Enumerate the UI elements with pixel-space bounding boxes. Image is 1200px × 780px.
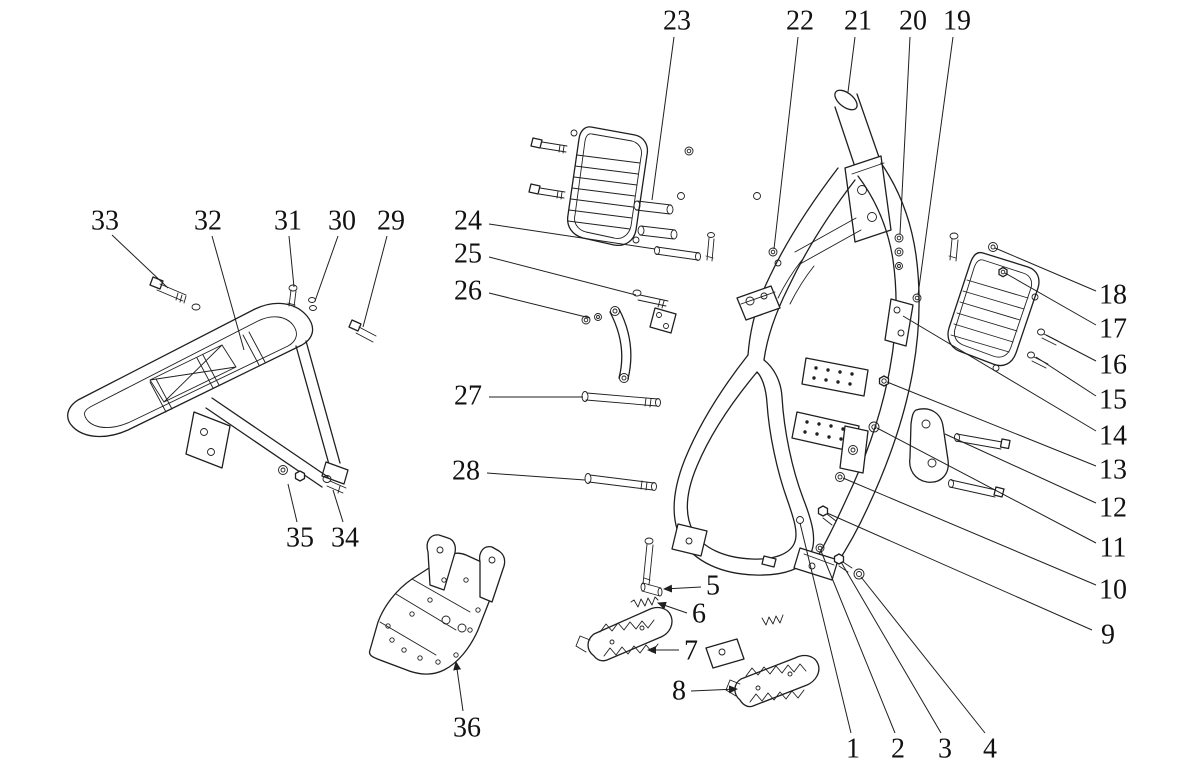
- leader-line-22: [773, 36, 799, 250]
- rear-rack: [67, 302, 349, 488]
- leader-line-13: [886, 381, 1097, 467]
- callout-16: 16: [1099, 350, 1127, 381]
- leader-line-20: [899, 36, 911, 235]
- callout-14: 14: [1099, 421, 1127, 452]
- callout-36: 36: [453, 713, 481, 744]
- leader-line-19: [917, 36, 954, 296]
- leader-line-23: [651, 36, 675, 201]
- callout-21: 21: [844, 6, 872, 37]
- leader-line-9: [826, 512, 1093, 631]
- callout-19: 19: [943, 6, 971, 37]
- footpeg-hardware: [630, 537, 784, 669]
- leader-line-31: [288, 235, 295, 288]
- callout-22: 22: [786, 6, 814, 37]
- callout-34: 34: [331, 523, 359, 554]
- right-radiator-guard: [947, 251, 1040, 372]
- callout-6: 6: [692, 599, 706, 630]
- leader-line-16: [1045, 334, 1097, 362]
- callout-2: 2: [891, 734, 905, 765]
- callout-4: 4: [983, 734, 997, 765]
- leader-line-5: [663, 584, 702, 593]
- leader-line-15: [1035, 356, 1097, 397]
- right-footpeg: [725, 654, 820, 708]
- callout-30: 30: [328, 206, 356, 237]
- leader-line-4: [860, 576, 986, 734]
- frame-hardware: [753, 192, 1011, 580]
- callout-25: 25: [454, 239, 482, 270]
- leader-line-3: [840, 561, 942, 734]
- leader-line-1: [799, 522, 852, 734]
- leader-line-30: [314, 235, 339, 302]
- leader-line-12: [944, 433, 1097, 504]
- callout-24: 24: [454, 206, 482, 237]
- callout-23: 23: [663, 6, 691, 37]
- left-shroud-bolts: [528, 137, 715, 262]
- leader-line-17: [1004, 272, 1097, 326]
- rear-rack-hardware: [149, 276, 377, 494]
- callout-20: 20: [899, 6, 927, 37]
- leader-line-24: [488, 223, 656, 250]
- callout-31: 31: [274, 206, 302, 237]
- callout-3: 3: [938, 734, 952, 765]
- leader-line-10: [842, 477, 1097, 586]
- callout-10: 10: [1099, 575, 1127, 606]
- leader-line-11: [876, 427, 1097, 544]
- skid-plate: [368, 534, 506, 675]
- left-footpeg: [575, 606, 673, 662]
- leader-line-29: [362, 235, 388, 328]
- leader-line-26: [488, 292, 591, 319]
- leader-line-6: [657, 601, 688, 614]
- callout-5: 5: [706, 571, 720, 602]
- leader-line-34: [332, 489, 344, 523]
- leader-line-36: [453, 661, 464, 712]
- callout-13: 13: [1099, 455, 1127, 486]
- callout-35: 35: [286, 523, 314, 554]
- leader-line-35: [287, 483, 298, 523]
- leader-line-25: [488, 256, 637, 296]
- callout-17: 17: [1099, 314, 1127, 345]
- brace-strap: [609, 306, 677, 383]
- callout-9: 9: [1101, 620, 1115, 651]
- callout-27: 27: [454, 381, 482, 412]
- leader-line-21: [847, 36, 856, 93]
- leader-line-33: [111, 234, 169, 289]
- callout-8: 8: [672, 676, 686, 707]
- callout-1: 1: [846, 734, 860, 765]
- callout-33: 33: [91, 206, 119, 237]
- callout-26: 26: [454, 276, 482, 307]
- leader-line-8: [690, 685, 738, 694]
- left-radiator-shroud: [566, 126, 649, 247]
- long-bolts: [581, 391, 661, 491]
- leader-line-14: [902, 315, 1097, 432]
- callout-11: 11: [1100, 533, 1127, 564]
- callout-15: 15: [1099, 385, 1127, 416]
- leader-line-18: [994, 247, 1097, 292]
- callout-29: 29: [377, 206, 405, 237]
- main-frame: [671, 89, 920, 581]
- spacer-tubes: [581, 200, 701, 325]
- callout-7: 7: [684, 636, 698, 667]
- leader-line-2: [820, 550, 896, 734]
- callout-12: 12: [1099, 493, 1127, 524]
- leader-line-28: [486, 472, 586, 481]
- callout-28: 28: [452, 456, 480, 487]
- callout-32: 32: [194, 206, 222, 237]
- leader-line-32: [211, 235, 245, 351]
- callout-18: 18: [1099, 280, 1127, 311]
